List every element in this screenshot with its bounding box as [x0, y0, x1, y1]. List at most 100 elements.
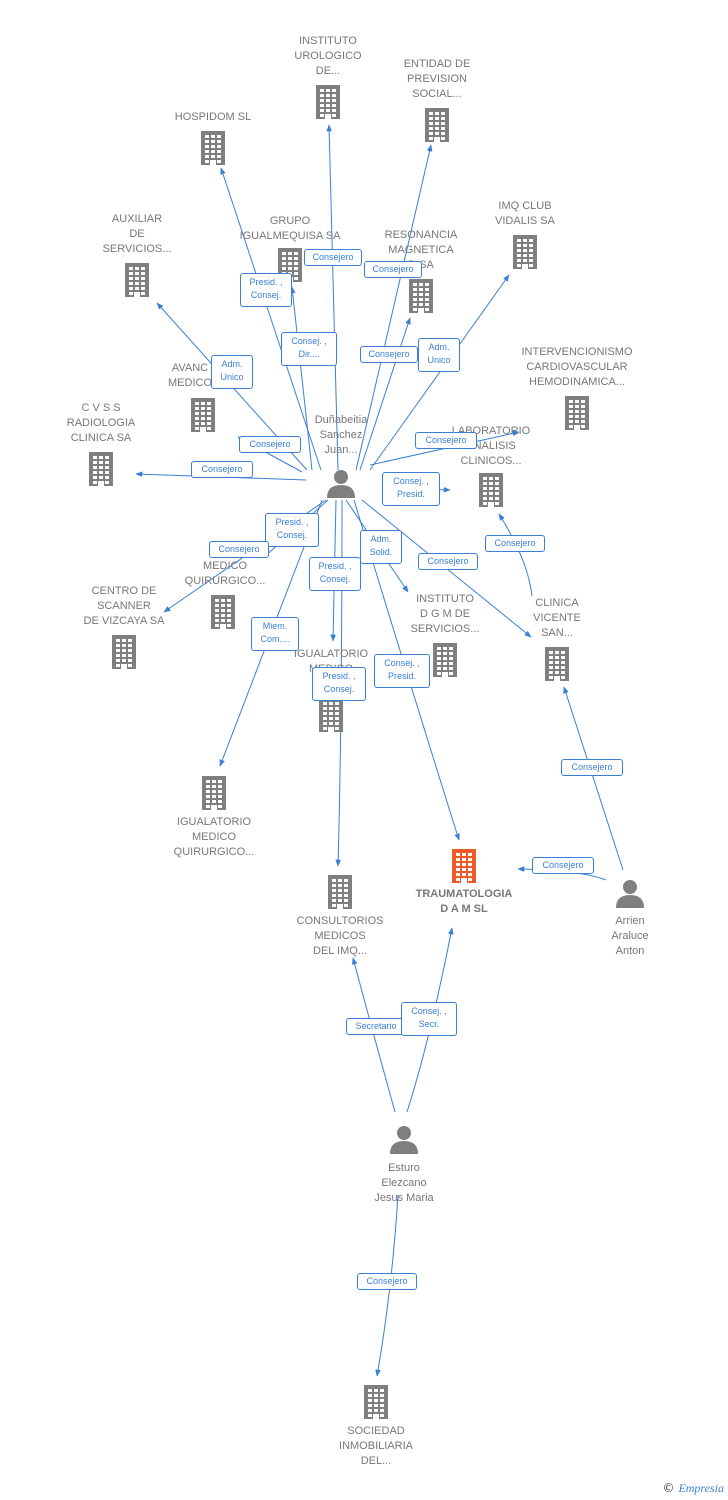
edge-label-dunabeitia-to-avanc-medico[interactable]: Consejero: [239, 436, 301, 453]
company-building-icon[interactable]: [409, 279, 433, 313]
edge-label-dunabeitia-to-hospidom[interactable]: Presid. ,Consej.: [240, 273, 292, 307]
node-label-line: MEDICOS: [314, 930, 366, 942]
edge-label-line: Consej. ,: [291, 336, 327, 346]
edge-label-dunabeitia-to-clinica-vicente[interactable]: Consejero: [418, 553, 478, 570]
edge-label-esturo-to-traumatologia-dam[interactable]: Consej. ,Secr.: [401, 1002, 457, 1036]
company-building-icon[interactable]: [479, 473, 503, 507]
edge-label-dunabeitia-to-instituto-urologico[interactable]: Consejero: [304, 249, 362, 266]
company-building-icon[interactable]: [513, 235, 537, 269]
edge-label-dunabeitia-to-resonancia-magnetica[interactable]: Consejero: [360, 346, 418, 363]
edge-label-clinica-vicente-to-laboratorio-analisis[interactable]: Consejero: [485, 535, 545, 552]
node-label-line: DEL...: [360, 1455, 392, 1467]
edge-label-dunabeitia-to-centro-scanner[interactable]: Consejero: [209, 541, 269, 558]
edge-label-dunabeitia-to-traumatologia-dam[interactable]: Consej. ,Presid.: [374, 654, 430, 688]
node-label-line: RADIOLOGIA: [66, 417, 136, 429]
node-label-line: Juan...: [324, 444, 358, 456]
edge-label-dunabeitia-to-entidad-prevision[interactable]: Consejero: [364, 261, 422, 278]
edge-label-esturo-to-consultorios-medicos[interactable]: Secretario: [346, 1018, 406, 1035]
edge-label-dunabeitia-to-laboratorio-analisis[interactable]: Consej. ,Presid.: [382, 472, 440, 506]
node-label-resonancia-magnetica[interactable]: RESONANCIAMAGNETICAD SA: [336, 228, 506, 273]
edge-label-dunabeitia-to-igualatorio-medico-quirurgico-b[interactable]: Presid. , Consej.: [309, 557, 361, 591]
focus-company-icon[interactable]: [452, 849, 476, 883]
node-label-line: D G M DE: [419, 608, 471, 620]
copyright-symbol: ©: [662, 1481, 675, 1495]
edge-label-arrien-to-clinica-vicente[interactable]: Consejero: [561, 759, 623, 776]
node-label-line: MAGNETICA: [388, 244, 454, 256]
company-building-icon[interactable]: [364, 1385, 388, 1419]
edge-label-line: Consejero: [312, 252, 354, 262]
company-building-icon[interactable]: [316, 85, 340, 119]
edge-label-line: Adm.: [428, 342, 450, 352]
edge-label-dunabeitia-to-igualatorio-medico-quirurgico-a[interactable]: Presid. ,Consej.: [265, 513, 319, 547]
company-building-icon[interactable]: [319, 698, 343, 732]
edge-label-dunabeitia-to-laboratorio-analisis[interactable]: Consejero: [415, 432, 477, 449]
edge-label-line: Consejero: [372, 264, 414, 274]
company-building-icon[interactable]: [565, 396, 589, 430]
edge-label-dunabeitia-to-instituto-dgm[interactable]: Adm.Solid.: [360, 530, 402, 564]
node-label-line: CLINICOS...: [460, 455, 522, 467]
empresia-credit[interactable]: ©Empresia: [662, 1481, 724, 1496]
edge-label-line: Presid. ,: [318, 561, 352, 571]
empresia-logo: Empresia: [678, 1481, 724, 1495]
edge-label-dunabeitia-to-igualatorio-medico-quirurgico-c[interactable]: Miem.Com....: [251, 617, 299, 651]
node-label-line: SOCIAL...: [412, 88, 462, 100]
person-icon[interactable]: [390, 1126, 418, 1154]
node-label-line: CLINICA SA: [70, 432, 132, 444]
person-icon[interactable]: [327, 470, 355, 498]
node-label-line: MEDICO: [192, 831, 236, 843]
edge-label-line: Consej.: [319, 574, 351, 584]
edge-label-line: Presid. ,: [249, 277, 283, 287]
edge-label-arrien-to-traumatologia-dam[interactable]: Consejero: [532, 857, 594, 874]
edge-label-line: Consej.: [323, 684, 355, 694]
company-building-icon[interactable]: [89, 452, 113, 486]
edge-label-dunabeitia-to-grupo-igualmequisa[interactable]: Consej. , Dir....: [281, 332, 337, 366]
edge-label-line: Dir....: [298, 349, 320, 359]
company-building-icon[interactable]: [545, 647, 569, 681]
node-label-line: INMOBILIARIA: [339, 1440, 413, 1452]
edge-label-dunabeitia-to-imq-club-vidalis[interactable]: Adm.Unico: [418, 338, 460, 372]
edge-label-line: Consejero: [425, 435, 467, 445]
edge-label-dunabeitia-to-auxiliar-servicios[interactable]: Adm.Unico: [211, 355, 253, 389]
company-building-icon[interactable]: [191, 398, 215, 432]
edge-label-dunabeitia-to-consultorios-medicos[interactable]: Presid. ,Consej.: [312, 667, 366, 701]
node-label-line: QUIRURGICO...: [184, 575, 266, 587]
company-building-icon[interactable]: [112, 635, 136, 669]
node-label-line: Jesus Maria: [374, 1192, 434, 1204]
edge-label-dunabeitia-to-cvss-radiologia[interactable]: Consejero: [191, 461, 253, 478]
node-label-line: SERVICIOS...: [102, 243, 172, 255]
company-building-icon[interactable]: [328, 875, 352, 909]
person-icon[interactable]: [616, 880, 644, 908]
company-building-icon[interactable]: [125, 263, 149, 297]
node-label-line: D A M SL: [440, 903, 488, 915]
node-label-line: Duñabeitia: [314, 414, 368, 426]
edge-label-esturo-to-sociedad-inmobiliaria[interactable]: Consejero: [357, 1273, 417, 1290]
company-building-icon[interactable]: [201, 131, 225, 165]
node-label-line: ENTIDAD DE: [403, 58, 471, 70]
company-building-icon[interactable]: [433, 643, 457, 677]
company-building-icon[interactable]: [425, 108, 449, 142]
company-building-icon[interactable]: [211, 595, 235, 629]
icons-layer: [89, 85, 644, 1419]
edge-dunabeitia-to-entidad-prevision: [355, 144, 433, 471]
company-building-icon[interactable]: [202, 776, 226, 810]
node-label-hospidom[interactable]: HOSPIDOM SL: [128, 110, 298, 125]
edge-label-line: Consej. ,: [393, 476, 429, 486]
